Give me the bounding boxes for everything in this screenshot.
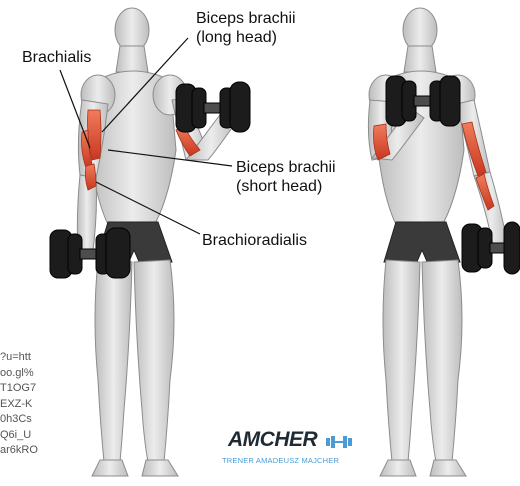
label-brachioradialis: Brachioradialis [202,231,307,250]
dumbbell-icon [326,436,352,448]
amcher-logo: AMCHER TRENER AMADEUSZ MAJCHER [222,428,372,474]
label-biceps-short-line2: (short head) [236,177,336,196]
watermark-url-line: Q6i_U [0,428,80,444]
watermark-url-line: oo.gl% [0,366,80,382]
watermark-url-line: ?u=htt [0,350,80,366]
logo-subtitle: TRENER AMADEUSZ MAJCHER [222,456,339,465]
watermark-url-line: 0h3Cs [0,412,80,428]
label-biceps-long: Biceps brachii (long head) [196,9,296,47]
logo-wordmark: AMCHER [228,428,317,452]
watermark-url-line: EXZ-K [0,397,80,413]
watermark-url-line: ar6kRO [0,443,80,459]
label-brachialis: Brachialis [22,48,91,67]
label-biceps-long-line1: Biceps brachii [196,9,296,28]
label-biceps-short: Biceps brachii (short head) [236,158,336,196]
brachioradialis-muscle [85,164,96,190]
label-biceps-long-line2: (long head) [196,28,296,47]
watermark-url-line: T1OG7 [0,381,80,397]
label-biceps-short-line1: Biceps brachii [236,158,336,177]
watermark-url: ?u=htt oo.gl% T1OG7 EXZ-K 0h3Cs Q6i_U ar… [0,350,80,459]
